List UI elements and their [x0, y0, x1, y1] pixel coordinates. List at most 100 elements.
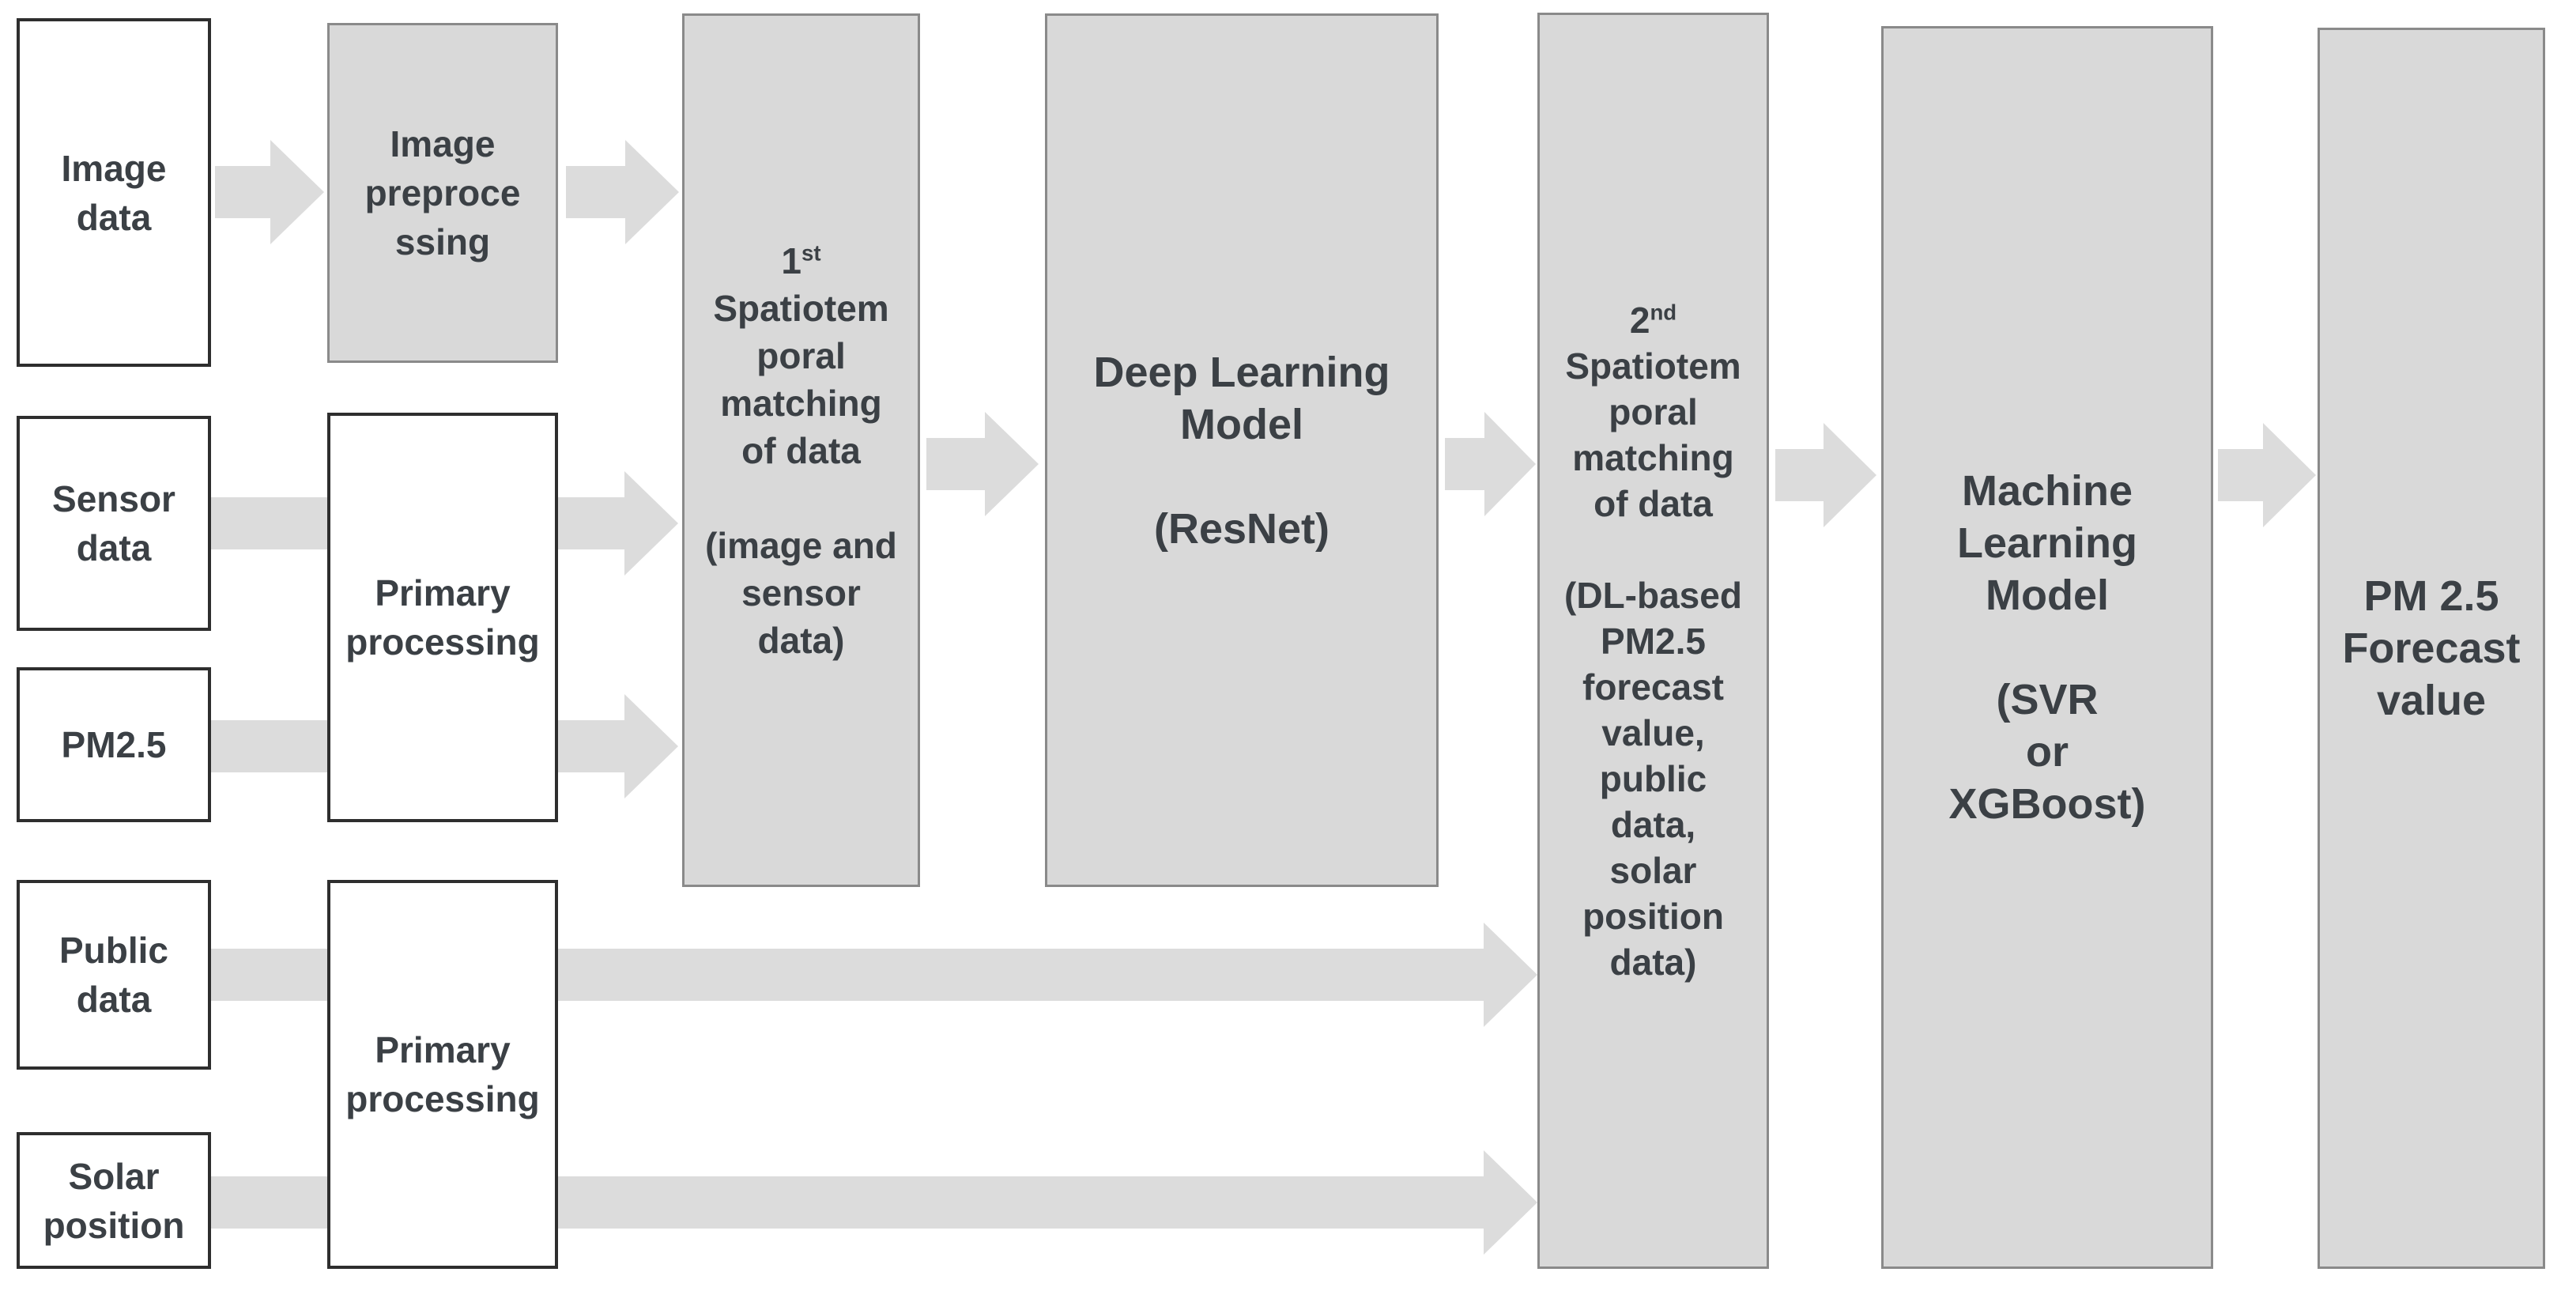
public-data-box: Public data	[17, 880, 211, 1070]
public-to-matching2-arrow-head	[1484, 923, 1537, 1027]
public-data-label: Public data	[20, 926, 208, 1024]
primary-processing-2-box: Primary processing	[327, 880, 558, 1269]
solar-position-label: Solar position	[20, 1152, 208, 1250]
machine-learning-model-line-4: (SVR	[1996, 676, 2099, 723]
solar-to-matching2-arrow-head	[1484, 1150, 1537, 1255]
image-preprocessing-line-0: Image	[390, 123, 496, 164]
image-data-line-0: Image	[61, 147, 167, 189]
image-to-preprocessing-arrow-bar	[215, 166, 270, 218]
ml-to-forecast-arrow-head	[2263, 423, 2316, 527]
pm25-data-line-0: PM2.5	[61, 724, 167, 765]
spatiotemporal-matching-1-line-5	[685, 474, 918, 522]
dl-to-matching2-arrow-bar	[1445, 438, 1484, 490]
image-data-line-1: data	[76, 196, 152, 238]
deep-learning-model-line-3: (ResNet)	[1153, 504, 1330, 553]
spatiotemporal-matching-2-line-14: data)	[1609, 941, 1697, 983]
image-preprocessing-line-2: ssing	[394, 221, 491, 262]
image-data-label: Image data	[20, 144, 208, 242]
spatiotemporal-matching-1-line-8: data)	[757, 619, 845, 661]
solar-position-line-1: position	[43, 1204, 185, 1246]
sensor-data-label: Sensor data	[20, 474, 208, 572]
primary-processing-1-label: Primary processing	[330, 568, 555, 666]
spatiotemporal-matching-1-ordinal-suffix: st	[801, 240, 821, 266]
spatiotemporal-matching-2-line-11: data,	[1610, 803, 1696, 845]
pm25-to-matching1-arrow-head	[624, 694, 678, 798]
primary-processing-1-line-1: processing	[345, 621, 540, 662]
sensor-data-line-1: data	[76, 527, 152, 568]
primary-processing-1-box: Primary processing	[327, 413, 558, 822]
spatiotemporal-matching-1-line-3: matching	[720, 382, 882, 424]
machine-learning-model-line-5: or	[2026, 728, 2069, 776]
spatiotemporal-matching-2-line-10: public	[1599, 757, 1707, 799]
image-preprocessing-box: Image preproce ssing	[327, 23, 558, 363]
ml-to-forecast-arrow-bar	[2218, 449, 2263, 501]
image-data-box: Image data	[17, 18, 211, 367]
spatiotemporal-matching-1-line-7: sensor	[741, 572, 861, 613]
sensor-data-line-0: Sensor	[52, 478, 175, 519]
pm25-data-label: PM2.5	[20, 720, 208, 769]
dl-to-matching2-arrow-head	[1484, 412, 1536, 516]
matching2-to-ml-arrow-head	[1824, 423, 1876, 527]
primary-processing-2-label: Primary processing	[330, 1025, 555, 1123]
spatiotemporal-matching-2-line-9: value,	[1601, 712, 1705, 753]
matching2-to-ml-arrow-bar	[1775, 449, 1824, 501]
spatiotemporal-matching-2-line-5	[1540, 527, 1767, 572]
spatiotemporal-matching-1-line-4: of data	[741, 429, 861, 471]
solar-position-line-0: Solar	[68, 1155, 160, 1197]
machine-learning-model-line-0: Machine	[1961, 467, 2133, 515]
spatiotemporal-matching-1-line-2: poral	[756, 334, 846, 376]
pm25-forecast-value-line-1: Forecast	[2342, 625, 2521, 672]
spatiotemporal-matching-2-line-8: forecast	[1582, 666, 1724, 708]
deep-learning-model-line-2	[1047, 451, 1436, 503]
sensor-data-box: Sensor data	[17, 416, 211, 631]
pm25-forecast-value-line-0: PM 2.5	[2363, 572, 2499, 620]
spatiotemporal-matching-2-line-3: matching	[1572, 436, 1734, 478]
sensor-to-matching1-arrow-head	[624, 471, 678, 576]
machine-learning-model-line-3	[1884, 621, 2211, 674]
image-preprocessing-label: Image preproce ssing	[330, 119, 556, 266]
primary-processing-2-line-0: Primary	[375, 1029, 511, 1070]
spatiotemporal-matching-2-line-7: PM2.5	[1601, 620, 1706, 662]
spatiotemporal-matching-1-ordinal-base: 1	[781, 240, 802, 281]
spatiotemporal-matching-2-line-4: of data	[1593, 482, 1713, 524]
spatiotemporal-matching-2-ordinal-suffix: nd	[1650, 300, 1677, 325]
machine-learning-model-line-2: Model	[1986, 572, 2109, 619]
deep-learning-model-line-0: Deep Learning	[1093, 348, 1390, 396]
primary-processing-2-line-1: processing	[345, 1078, 540, 1119]
preprocessing-to-matching1-arrow-bar	[566, 166, 625, 218]
pm25-forecast-value-line-2: value	[2376, 677, 2487, 724]
spatiotemporal-matching-1-line-0: 1st	[685, 237, 918, 285]
matching1-to-dl-arrow-head	[985, 412, 1039, 516]
public-data-line-1: data	[76, 979, 152, 1020]
spatiotemporal-matching-2-line-12: solar	[1609, 849, 1697, 891]
pm25-data-box: PM2.5	[17, 667, 211, 822]
solar-position-box: Solar position	[17, 1132, 211, 1269]
image-to-preprocessing-arrow-head	[270, 140, 324, 244]
spatiotemporal-matching-1-line-1: Spatiotem	[713, 287, 889, 329]
spatiotemporal-matching-2-line-0: 2nd	[1540, 297, 1767, 343]
spatiotemporal-matching-1-line-6: (image and	[705, 524, 897, 566]
primary-processing-1-line-0: Primary	[375, 572, 511, 613]
public-data-line-0: Public	[58, 930, 169, 971]
image-preprocessing-line-1: preproce	[364, 172, 521, 213]
matching1-to-dl-arrow-bar	[926, 438, 985, 490]
preprocessing-to-matching1-arrow-head	[625, 140, 679, 244]
spatiotemporal-matching-2-line-13: position	[1582, 895, 1724, 937]
spatiotemporal-matching-2-line-6: (DL-based	[1564, 574, 1742, 616]
machine-learning-model-line-1: Learning	[1956, 519, 2138, 567]
machine-learning-model-line-6: XGBoost)	[1948, 780, 2146, 828]
spatiotemporal-matching-2-line-1: Spatiotem	[1565, 345, 1741, 387]
deep-learning-model-line-1: Model	[1180, 400, 1303, 448]
spatiotemporal-matching-2-line-2: poral	[1609, 391, 1698, 432]
